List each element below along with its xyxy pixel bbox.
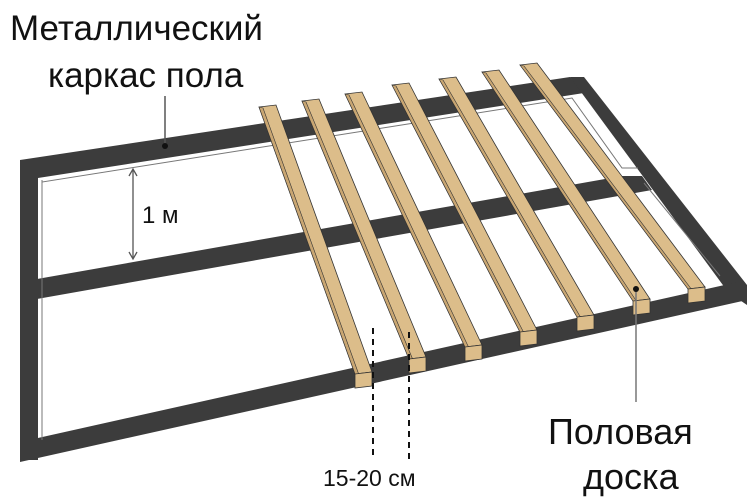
one-meter-label: 1 м	[142, 202, 179, 229]
frame-inner-lines	[41, 97, 721, 440]
floor-plank	[481, 69, 651, 316]
plank-end-face	[408, 356, 427, 374]
one-meter-arrow	[128, 167, 138, 261]
floor-plank	[391, 82, 538, 347]
metal-frame	[20, 77, 747, 462]
plank-end-face	[687, 286, 706, 304]
floor-plank	[438, 76, 595, 332]
plank-label-line2: доска	[583, 456, 680, 497]
floor-plank	[344, 91, 483, 362]
plank-end-face	[519, 329, 538, 347]
plank-end-face	[576, 314, 595, 332]
frame-pointer-dot	[162, 143, 168, 149]
frame-right-beam	[570, 77, 747, 305]
frame-label-line1: Металлический	[10, 9, 263, 48]
frame-label-line2: каркас пола	[48, 56, 244, 95]
frame-bottom-beam	[20, 282, 747, 462]
plank-spacing-marks	[372, 328, 410, 460]
floor-planks	[258, 62, 706, 389]
plank-pointer-dot	[633, 286, 639, 292]
frame-top-beam	[20, 77, 584, 178]
floor-plank	[519, 62, 706, 304]
plank-label-line1: Половая	[548, 411, 693, 452]
plank-end-face	[464, 344, 483, 362]
frame-left-beam	[20, 160, 38, 460]
frame-cross-beam	[20, 176, 652, 302]
plank-end-face	[632, 298, 651, 316]
plank-end-face	[354, 371, 373, 389]
plank-spacing-label: 15-20 см	[323, 465, 416, 491]
